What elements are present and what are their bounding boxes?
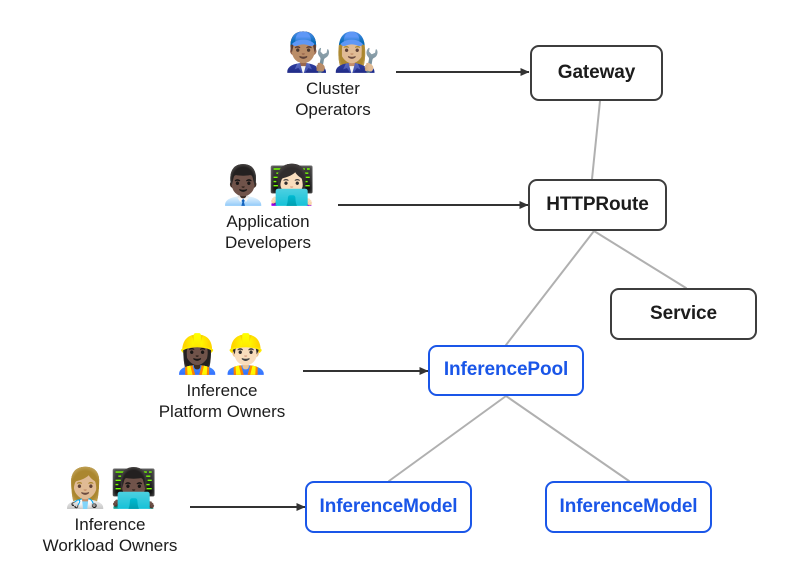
node-label-service: Service: [650, 302, 717, 324]
edge-httproute-service: [593, 230, 687, 289]
actor-caption-line: Application: [226, 212, 310, 231]
node-inferencepool[interactable]: InferencePool: [428, 345, 584, 396]
actor-caption-line: Workload Owners: [42, 536, 178, 556]
node-label-inferencepool: InferencePool: [443, 359, 569, 381]
node-inferencemodel1[interactable]: InferenceModel: [305, 481, 472, 533]
actor-caption-line: Inference: [186, 381, 258, 400]
node-inferencemodel2[interactable]: InferenceModel: [545, 481, 712, 533]
actor-caption-line: Cluster: [306, 79, 360, 98]
actor-caption-line: Inference: [74, 515, 146, 534]
actor-caption-line: Platform Owners: [158, 402, 286, 422]
woman-construction-worker-icon: 👷🏿‍♀️👷🏻‍♂️: [173, 332, 271, 376]
actor-caption-line: Operators: [295, 100, 371, 120]
edge-gateway-httproute: [591, 100, 601, 180]
node-httproute[interactable]: HTTPRoute: [528, 179, 667, 231]
actor-caption-line: Developers: [224, 233, 311, 253]
node-label-inferencemodel1: InferenceModel: [319, 495, 458, 517]
actor-arrows: [190, 68, 530, 511]
woman-health-worker-icon: 👩🏼‍⚕️👨🏿‍💻: [61, 466, 159, 510]
node-service[interactable]: Service: [610, 288, 757, 340]
edge-inferencepool-model1: [388, 395, 507, 482]
node-label-inferencemodel2: InferenceModel: [559, 495, 698, 517]
edge-inferencepool-model2: [505, 395, 630, 482]
man-office-worker-icon: 👨🏿‍💼👩🏻‍💻: [219, 163, 317, 207]
edge-httproute-inferencepool: [505, 230, 595, 346]
node-label-httproute: HTTPRoute: [546, 193, 649, 215]
node-gateway[interactable]: Gateway: [530, 45, 663, 101]
man-mechanic-icon: 👨🏽‍🔧👩🏼‍🔧: [284, 30, 382, 74]
node-label-gateway: Gateway: [557, 61, 636, 83]
